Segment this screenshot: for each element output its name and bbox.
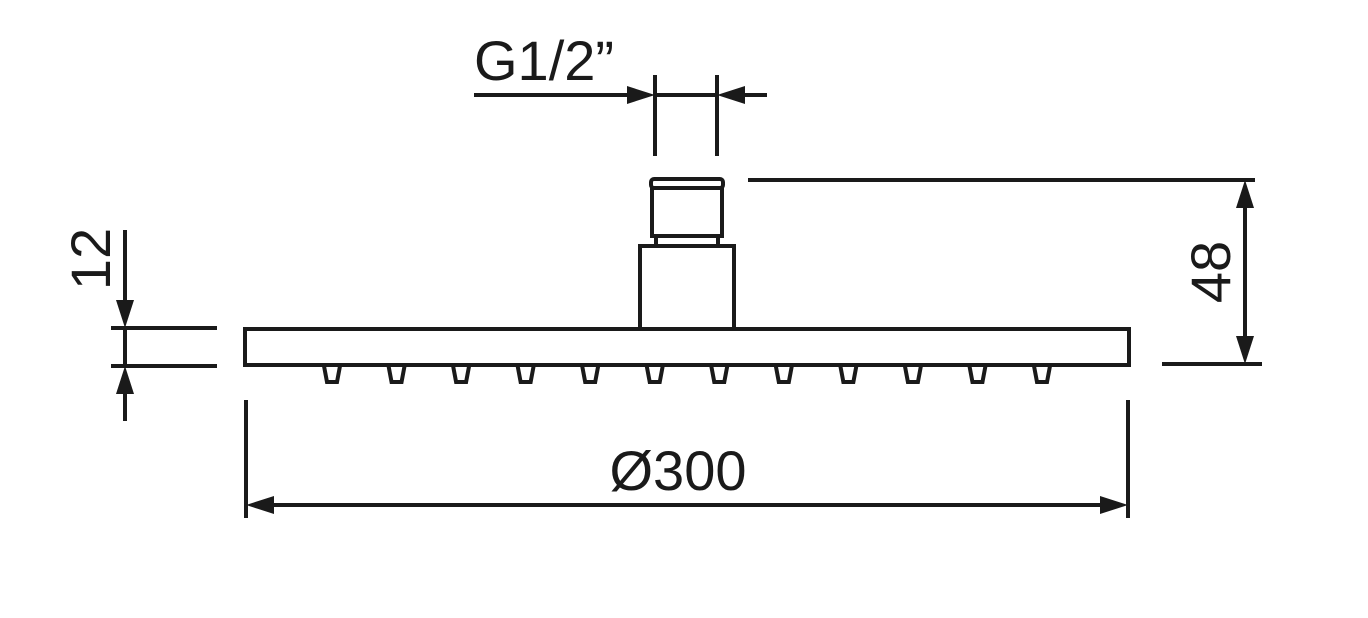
- height-arrow-bottom: [1236, 336, 1254, 364]
- thickness-arrow-top: [116, 300, 134, 328]
- nozzle: [515, 365, 536, 384]
- thread-arrow-right: [717, 86, 745, 104]
- thread-size-label: G1/2”: [474, 29, 614, 92]
- thickness-arrow-bottom: [116, 366, 134, 394]
- diameter-dimension: Ø300: [244, 400, 1130, 518]
- nozzle: [773, 365, 794, 384]
- threaded-fitting: [650, 184, 724, 238]
- thread-dimension: G1/2”: [474, 29, 767, 156]
- nozzle: [322, 365, 342, 384]
- nozzle: [386, 365, 407, 384]
- nozzle: [644, 365, 665, 384]
- shower-plate: [243, 327, 1131, 367]
- nozzle: [709, 365, 730, 384]
- nozzle: [1032, 365, 1052, 384]
- thickness-label: 12: [59, 228, 122, 290]
- nozzle: [902, 365, 923, 384]
- diameter-arrow-left: [246, 496, 274, 514]
- nozzle: [451, 365, 472, 384]
- thickness-dimension: 12: [59, 228, 217, 421]
- diameter-label: Ø300: [610, 439, 747, 502]
- fitting-cap: [649, 177, 725, 190]
- nozzle: [838, 365, 859, 384]
- diameter-arrow-right: [1100, 496, 1128, 514]
- height-arrow-top: [1236, 180, 1254, 208]
- nozzle: [967, 365, 988, 384]
- height-label: 48: [1179, 241, 1242, 303]
- connector-base: [638, 244, 736, 331]
- height-dimension: 48: [748, 178, 1262, 366]
- thread-arrow-left: [627, 86, 655, 104]
- nozzle-row: [322, 365, 1052, 384]
- nozzle: [580, 365, 601, 384]
